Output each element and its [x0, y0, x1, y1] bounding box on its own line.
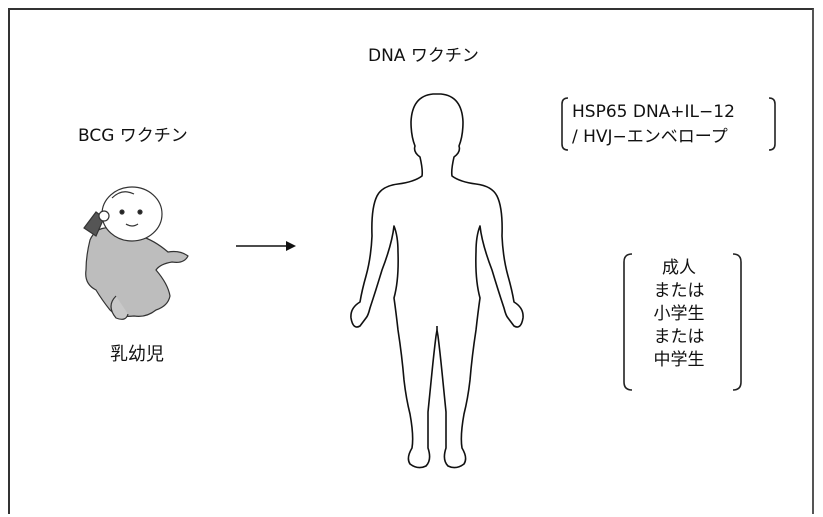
targets-left-bracket: [624, 254, 632, 390]
arrow-head: [286, 241, 296, 251]
targets-right-bracket: [733, 254, 741, 390]
detail-left-bracket: [562, 98, 568, 150]
adult-human-outline: [351, 94, 523, 468]
detail-right-bracket: [769, 98, 775, 150]
